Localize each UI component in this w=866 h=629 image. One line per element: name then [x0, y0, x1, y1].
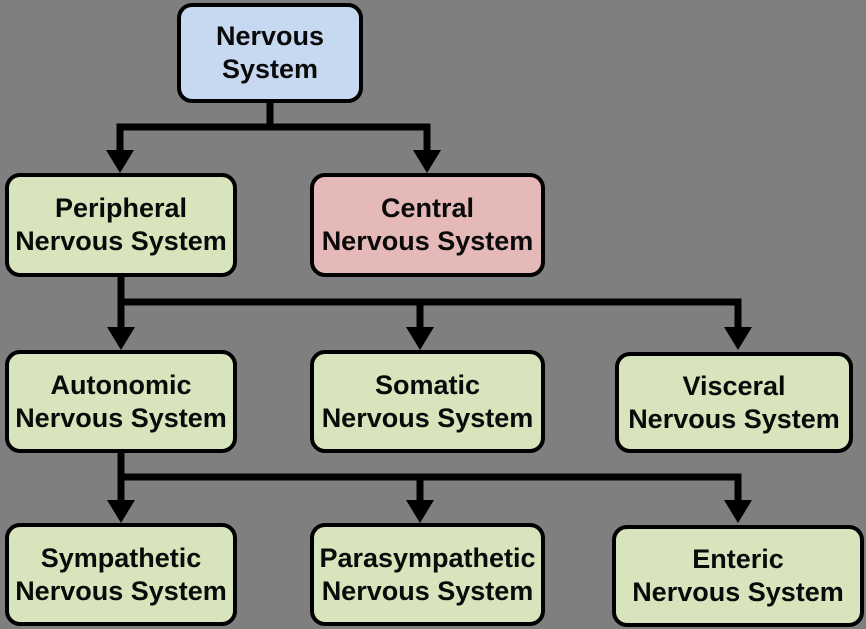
- node-autonomic-line1: Autonomic: [50, 369, 192, 400]
- node-sympathetic-nervous-system: Sympathetic Nervous System: [5, 523, 237, 626]
- arrowhead-to-autonomic: [107, 327, 135, 350]
- node-central-line2: Nervous System: [321, 226, 534, 256]
- node-enteric-line1: Enteric: [692, 544, 784, 574]
- arrowhead-to-central: [413, 150, 441, 173]
- node-peripheral-line2: Nervous System: [15, 226, 227, 256]
- arrowhead-to-enteric: [724, 500, 752, 523]
- node-autonomic-nervous-system: Autonomic Nervous System: [5, 350, 237, 453]
- connector-autonomic-to-level4: [117, 450, 742, 502]
- node-enteric-line2: Nervous System: [632, 577, 844, 607]
- node-somatic-line2: Nervous System: [321, 402, 534, 433]
- node-peripheral-nervous-system: Peripheral Nervous System: [5, 173, 237, 277]
- node-central-line1: Central: [380, 193, 475, 223]
- arrowhead-to-sympathetic: [107, 500, 135, 523]
- arrowhead-to-parasympathetic: [406, 500, 434, 523]
- node-parasympathetic-line2: Nervous System: [321, 575, 534, 606]
- node-autonomic-line2: Nervous System: [15, 402, 227, 433]
- node-visceral-line2: Nervous System: [628, 403, 840, 434]
- node-sympathetic-line1: Sympathetic: [40, 542, 202, 573]
- node-parasympathetic-line1: Parasympathetic: [319, 542, 536, 573]
- node-nervous-system-line2: System: [221, 54, 319, 84]
- node-peripheral-line1: Peripheral: [54, 193, 188, 223]
- node-parasympathetic-nervous-system: Parasympathetic Nervous System: [310, 523, 545, 626]
- node-central-nervous-system: Central Nervous System: [310, 173, 545, 277]
- node-visceral-nervous-system: Visceral Nervous System: [615, 352, 853, 453]
- arrowhead-to-peripheral: [106, 150, 134, 173]
- node-visceral-line1: Visceral: [682, 370, 786, 401]
- node-sympathetic-line2: Nervous System: [15, 575, 227, 606]
- connector-peripheral-to-level3: [117, 274, 742, 329]
- node-somatic-line1: Somatic: [374, 369, 481, 400]
- arrowhead-to-visceral: [724, 327, 752, 350]
- arrowhead-to-somatic: [406, 327, 434, 350]
- node-enteric-nervous-system: Enteric Nervous System: [612, 525, 864, 627]
- node-somatic-nervous-system: Somatic Nervous System: [310, 350, 545, 453]
- node-nervous-system: Nervous System: [177, 3, 363, 103]
- connector-root-to-level2: [116, 99, 431, 152]
- node-nervous-system-line1: Nervous: [215, 21, 325, 51]
